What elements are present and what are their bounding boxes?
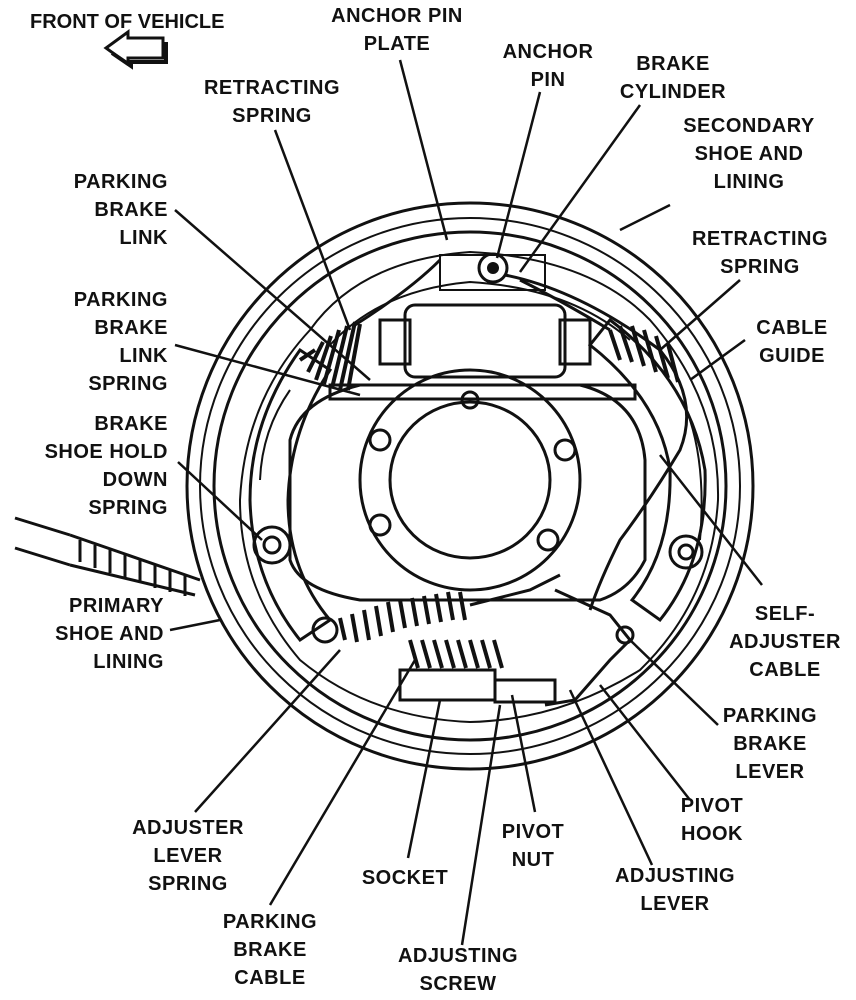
svg-text:ADJUSTING: ADJUSTING: [615, 865, 735, 887]
brake-cylinder-body: [378, 303, 592, 379]
svg-text:LINING: LINING: [714, 171, 785, 193]
label-socket: SOCKET: [362, 867, 448, 889]
svg-text:DOWN: DOWN: [103, 469, 168, 491]
svg-text:ANCHOR: ANCHOR: [503, 41, 594, 63]
svg-text:SPRING: SPRING: [88, 497, 168, 519]
label-parking-brake-cable: PARKING BRAKE CABLE: [223, 911, 317, 989]
svg-text:SPRING: SPRING: [148, 873, 228, 895]
retracting-spring-right-part: [519, 278, 680, 383]
svg-text:PLATE: PLATE: [364, 33, 431, 55]
svg-text:LINING: LINING: [93, 651, 164, 673]
parking-brake-link-part: [328, 383, 637, 401]
label-parking-brake-link: PARKING BRAKE LINK: [74, 171, 168, 249]
svg-text:SOCKET: SOCKET: [362, 867, 448, 889]
label-self-adjuster-cable: SELF- ADJUSTER CABLE: [729, 603, 841, 681]
label-retracting-spring-left: RETRACTING SPRING: [204, 77, 340, 127]
svg-text:ANCHOR PIN: ANCHOR PIN: [331, 5, 463, 27]
svg-text:PARKING: PARKING: [74, 171, 168, 193]
adjusting-lever-part: [544, 588, 635, 707]
label-parking-brake-link-spring: PARKING BRAKE LINK SPRING: [74, 289, 168, 395]
left-arrow-icon: [103, 29, 168, 70]
svg-text:PIN: PIN: [531, 69, 566, 91]
svg-text:PARKING: PARKING: [723, 705, 817, 727]
svg-text:CABLE: CABLE: [749, 659, 820, 681]
label-anchor-pin: ANCHOR PIN: [503, 41, 594, 91]
label-adjusting-lever: ADJUSTING LEVER: [615, 865, 735, 915]
retracting-spring-left-part: [298, 258, 442, 391]
svg-text:ADJUSTER: ADJUSTER: [132, 817, 244, 839]
svg-text:PRIMARY: PRIMARY: [69, 595, 164, 617]
svg-text:LEVER: LEVER: [153, 845, 222, 867]
svg-text:SPRING: SPRING: [88, 373, 168, 395]
anchor-pin-part: [439, 252, 546, 291]
primary-shoe: [248, 347, 333, 643]
leader-lines: [169, 59, 763, 946]
wheel-hub: [288, 368, 647, 602]
svg-text:PARKING: PARKING: [74, 289, 168, 311]
label-retracting-spring-right: RETRACTING SPRING: [692, 228, 828, 278]
svg-text:PARKING: PARKING: [223, 911, 317, 933]
svg-text:BRAKE: BRAKE: [94, 317, 168, 339]
front-of-vehicle-label: FRONT OF VEHICLE: [30, 11, 224, 33]
svg-text:GUIDE: GUIDE: [759, 345, 825, 367]
svg-text:SPRING: SPRING: [720, 256, 800, 278]
svg-text:BRAKE: BRAKE: [733, 733, 807, 755]
svg-text:BRAKE: BRAKE: [94, 413, 168, 435]
label-secondary-shoe: SECONDARY SHOE AND LINING: [683, 115, 815, 193]
svg-text:RETRACTING: RETRACTING: [204, 77, 340, 99]
svg-text:LINK: LINK: [119, 227, 168, 249]
svg-text:RETRACTING: RETRACTING: [692, 228, 828, 250]
svg-text:ADJUSTING: ADJUSTING: [398, 945, 518, 967]
label-adjuster-lever-spring: ADJUSTER LEVER SPRING: [132, 817, 244, 895]
svg-text:LINK: LINK: [119, 345, 168, 367]
parking-brake-cable-part: [14, 516, 201, 597]
svg-text:SHOE AND: SHOE AND: [695, 143, 804, 165]
svg-text:HOOK: HOOK: [681, 823, 743, 845]
svg-text:NUT: NUT: [512, 849, 555, 871]
backing-plate: [238, 250, 720, 724]
label-cable-guide: CABLE GUIDE: [756, 317, 827, 367]
self-adjuster-cable-part: [504, 273, 689, 611]
label-pivot-nut: PIVOT NUT: [502, 821, 565, 871]
svg-text:BRAKE: BRAKE: [233, 939, 307, 961]
svg-text:CABLE: CABLE: [756, 317, 827, 339]
label-pivot-hook: PIVOT HOOK: [681, 795, 744, 845]
svg-text:ADJUSTER: ADJUSTER: [729, 631, 841, 653]
svg-text:CYLINDER: CYLINDER: [620, 81, 726, 103]
secondary-shoe: [587, 317, 707, 623]
label-adjusting-screw: ADJUSTING SCREW: [398, 945, 518, 995]
label-anchor-pin-plate: ANCHOR PIN PLATE: [331, 5, 463, 55]
label-primary-shoe: PRIMARY SHOE AND LINING: [55, 595, 164, 673]
label-hold-down-spring: BRAKE SHOE HOLD DOWN SPRING: [45, 413, 168, 519]
brake-drum: [185, 201, 755, 771]
svg-text:BRAKE: BRAKE: [94, 199, 168, 221]
svg-text:SHOE AND: SHOE AND: [55, 623, 164, 645]
hold-down-pin-right: [668, 534, 704, 570]
svg-text:BRAKE: BRAKE: [636, 53, 710, 75]
adjusting-screw-part: [398, 639, 557, 704]
label-brake-cylinder: BRAKE CYLINDER: [620, 53, 726, 103]
svg-text:PIVOT: PIVOT: [681, 795, 744, 817]
adjuster-spring-part: [311, 573, 561, 644]
svg-text:SECONDARY: SECONDARY: [683, 115, 815, 137]
svg-text:LEVER: LEVER: [735, 761, 804, 783]
label-parking-brake-lever: PARKING BRAKE LEVER: [723, 705, 817, 783]
svg-text:SCREW: SCREW: [420, 973, 497, 995]
svg-text:SHOE HOLD: SHOE HOLD: [45, 441, 168, 463]
svg-text:SPRING: SPRING: [232, 105, 312, 127]
svg-text:LEVER: LEVER: [640, 893, 709, 915]
hold-down-pin-left: [252, 525, 292, 565]
svg-text:CABLE: CABLE: [234, 967, 305, 989]
svg-text:PIVOT: PIVOT: [502, 821, 565, 843]
svg-text:SELF-: SELF-: [755, 603, 815, 625]
